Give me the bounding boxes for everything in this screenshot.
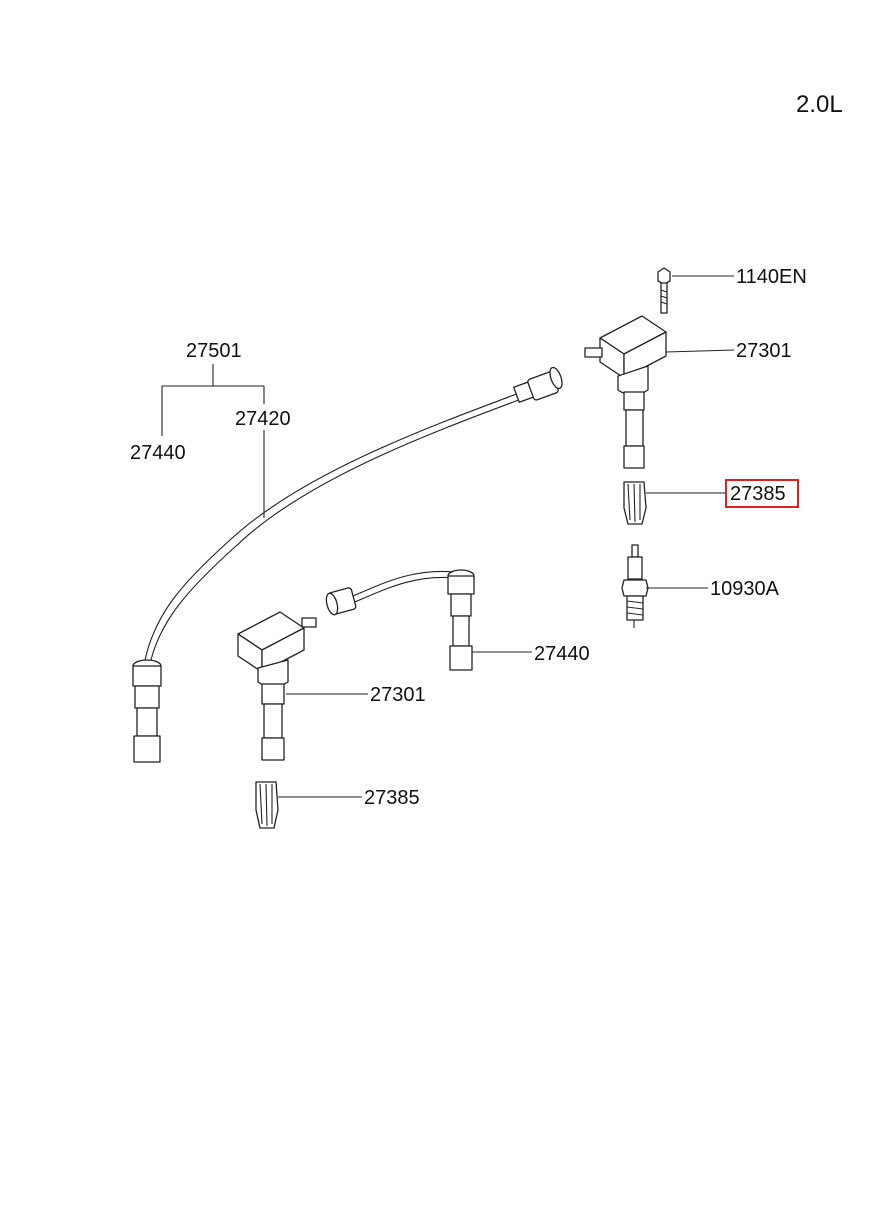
- highlight-box-27385: [725, 479, 799, 508]
- callout-27420: 27420: [235, 408, 291, 430]
- callout-27301-top: 27301: [736, 340, 792, 362]
- callout-27385-top: 27385: [730, 483, 786, 505]
- bolt-1140en: [657, 267, 671, 314]
- spark-plug-boot-bottom: [255, 781, 279, 829]
- spark-plug-boot-top: [623, 481, 647, 525]
- callout-1140en: 1140EN: [736, 266, 807, 288]
- callout-27440-mid: 27440: [534, 643, 590, 665]
- ignition-lead-short: [325, 569, 475, 671]
- callout-27501: 27501: [186, 340, 242, 362]
- ignition-coil-bottom: [237, 611, 317, 761]
- callout-27385-bottom: 27385: [364, 787, 420, 809]
- callout-27440-left: 27440: [130, 442, 186, 464]
- callout-10930a: 10930A: [710, 578, 780, 600]
- spark-plug: [621, 544, 649, 628]
- ignition-coil-top: [584, 315, 667, 469]
- ignition-lead-long: [132, 366, 563, 763]
- leader-27301-top: [665, 349, 735, 353]
- callout-27301-bottom: 27301: [370, 684, 426, 706]
- engine-label: 2.0L: [796, 91, 843, 118]
- callout-bracket-27501: [161, 364, 265, 518]
